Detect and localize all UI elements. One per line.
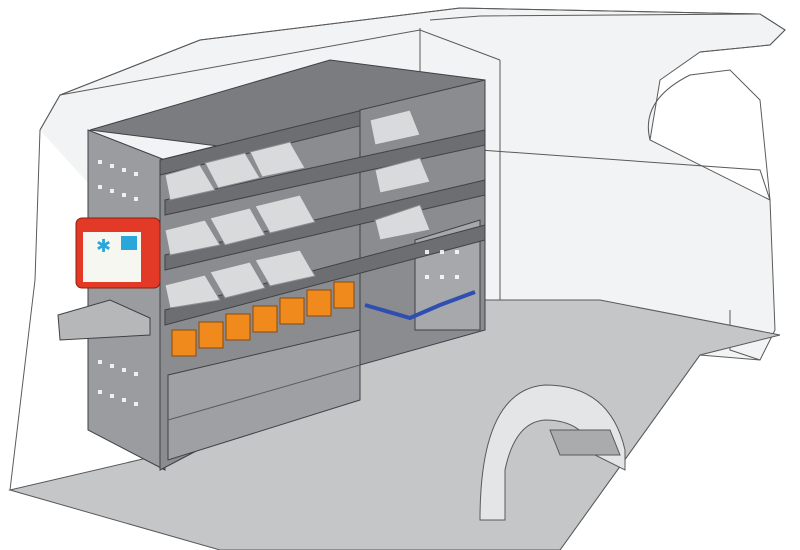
first-aid-kit: ✱	[75, 217, 161, 289]
panel-perforations	[98, 160, 459, 406]
shelving-rack	[57, 59, 486, 471]
wheel-arch	[479, 384, 626, 521]
svg-text:✱: ✱	[96, 236, 111, 257]
cargo-strap	[364, 290, 476, 321]
